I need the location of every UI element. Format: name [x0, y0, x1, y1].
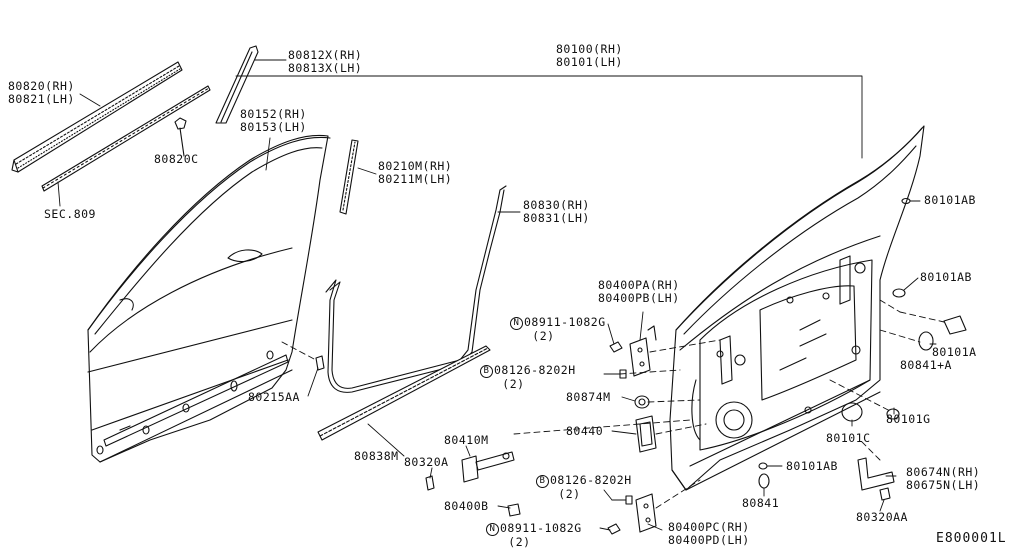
callout-80101ab-low: 80101AB — [786, 460, 838, 473]
part-number: 80841+A — [900, 358, 952, 372]
part-number: 80841 — [742, 496, 780, 510]
quantity: (2) — [508, 535, 531, 549]
callout-80440: 80440 — [566, 425, 603, 438]
part-number: 08126-8202H — [550, 473, 632, 487]
callout-80812x: 80812X(RH)80813X(LH) — [288, 49, 362, 75]
callout-80101a: 80101A — [932, 346, 977, 359]
callout-80820c: 80820C — [154, 153, 199, 166]
assembly-lines — [281, 299, 945, 509]
part-number: 08911-1082G — [500, 521, 582, 535]
callout-80874m: 80874M — [566, 391, 611, 404]
callout-80101g: 80101G — [886, 413, 931, 426]
part-number: 80400PC(RH) — [668, 520, 750, 534]
callout-80400b: 80400B — [444, 500, 489, 513]
part-number: 80400PB(LH) — [598, 291, 680, 305]
callout-80100: 80100(RH)80101(LH) — [556, 43, 623, 69]
small-parts — [315, 197, 967, 535]
callout-80320aa: 80320AA — [856, 511, 908, 524]
callout-80101ab-mid: 80101AB — [920, 271, 972, 284]
callout-80838m: 80838M — [354, 450, 399, 463]
outer-door-panel — [87, 134, 331, 463]
quantity: (2) — [558, 487, 581, 501]
door-inner-assembly — [669, 125, 925, 491]
part-number: 80821(LH) — [8, 92, 75, 106]
part-number: 80674N(RH) — [906, 465, 981, 479]
inner-belt-seal — [41, 85, 211, 192]
quantity: (2) — [502, 377, 525, 391]
part-number: 08911-1082G — [524, 315, 606, 329]
callout-80841a: 80841+A — [900, 359, 952, 372]
part-number: 80101AB — [920, 270, 972, 284]
part-number: 80838M — [354, 449, 399, 463]
glass-run — [339, 139, 359, 215]
part-number: 80830(RH) — [523, 198, 590, 212]
part-number: 80440 — [566, 424, 604, 438]
diagram-code: E800001L — [936, 531, 1007, 546]
door-weatherstrip — [325, 185, 507, 393]
callout-80820: 80820(RH)80821(LH) — [8, 80, 75, 106]
part-number: 80152(RH) — [240, 107, 307, 121]
lower-molding — [317, 345, 491, 441]
callout-sec809: SEC.809 — [44, 208, 96, 221]
part-number: 80320AA — [856, 510, 908, 524]
part-number: 80820C — [154, 152, 199, 166]
callout-80101c: 80101C — [826, 432, 871, 445]
part-number: 80820(RH) — [8, 79, 75, 93]
outer-belt-molding — [11, 61, 183, 173]
part-number: 80400PA(RH) — [598, 278, 680, 292]
part-number: 80400PD(LH) — [668, 533, 750, 547]
part-number: 80211M(LH) — [378, 172, 453, 186]
sash-cover — [215, 45, 259, 124]
callout-80101ab-top: 80101AB — [924, 194, 976, 207]
part-number: 80812X(RH) — [288, 48, 363, 62]
part-number: 80210M(RH) — [378, 159, 453, 173]
part-number: 80100(RH) — [556, 42, 623, 56]
callout-80400pa: 80400PA(RH)80400PB(LH) — [598, 279, 680, 305]
part-number: 80101AB — [924, 193, 976, 207]
callout-80215aa: 80215AA — [248, 391, 300, 404]
callout-80152: 80152(RH)80153(LH) — [240, 108, 307, 134]
part-number: 80153(LH) — [240, 120, 307, 134]
bolt-symbol: B — [536, 475, 549, 488]
part-number: 80320A — [404, 455, 449, 469]
callout-80320a: 80320A — [404, 456, 449, 469]
callout-80410m: 80410M — [444, 434, 489, 447]
quantity: (2) — [532, 329, 555, 343]
part-number: 80101(LH) — [556, 55, 623, 69]
callout-80841: 80841 — [742, 497, 779, 510]
nut-symbol: N — [486, 523, 499, 536]
callout-80830: 80830(RH)80831(LH) — [523, 199, 590, 225]
part-number: 80101C — [826, 431, 871, 445]
callout-80210m: 80210M(RH)80211M(LH) — [378, 160, 452, 186]
part-number: 80813X(LH) — [288, 61, 363, 75]
part-number: 80831(LH) — [523, 211, 590, 225]
section-reference: SEC.809 — [44, 207, 96, 221]
bolt-symbol: B — [480, 365, 493, 378]
part-number: 80215AA — [248, 390, 300, 404]
part-number: 80675N(LH) — [906, 478, 981, 492]
leader-lines — [57, 59, 937, 531]
part-number: 08126-8202H — [494, 363, 576, 377]
part-number: 80874M — [566, 390, 611, 404]
part-number: 80101G — [886, 412, 931, 426]
callout-80674n: 80674N(RH)80675N(LH) — [906, 466, 980, 492]
nut-symbol: N — [510, 317, 523, 330]
part-number: 80101A — [932, 345, 977, 359]
part-number: 80400B — [444, 499, 489, 513]
part-number: 80410M — [444, 433, 489, 447]
callout-80400pc: 80400PC(RH)80400PD(LH) — [668, 521, 750, 547]
part-number: 80101AB — [786, 459, 838, 473]
clip-80820c — [174, 117, 187, 157]
